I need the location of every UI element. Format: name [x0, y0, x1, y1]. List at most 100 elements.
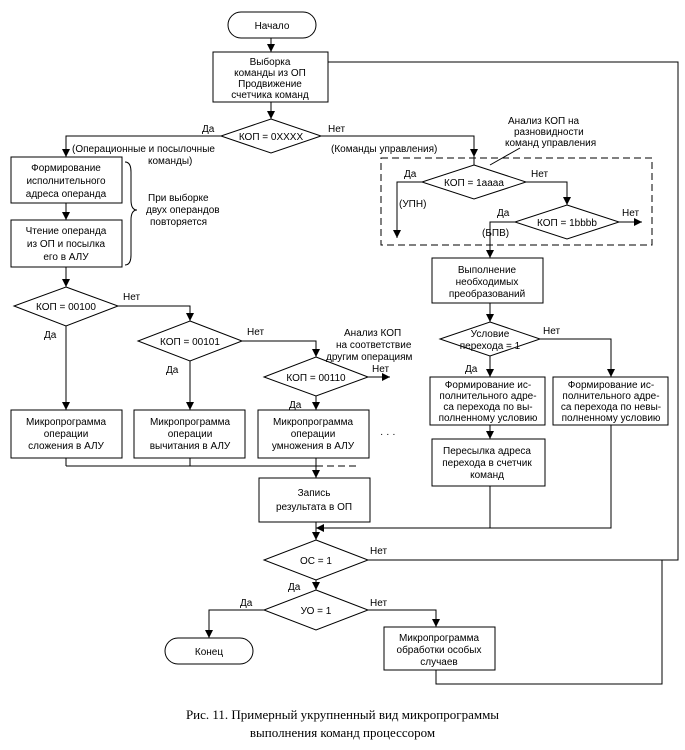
fetch-line-2: команды из ОП	[234, 68, 306, 79]
mp-mul-line-3: умножения в АЛУ	[272, 441, 355, 452]
transform-line-1: Выполнение	[458, 265, 517, 276]
addr-done-line-2: полнительного адре-	[439, 391, 536, 402]
write-result-line-2: результата в ОП	[276, 502, 352, 513]
kop-analysis-note-1: Анализ КОП на	[508, 116, 580, 127]
fetch-line-4: счетчика команд	[231, 90, 309, 101]
kop-mul-yes: Да	[289, 400, 302, 411]
cond-decision	[438, 321, 542, 357]
transform-box	[431, 257, 544, 304]
upn-note: (УПН)	[399, 199, 426, 210]
addr-done-line-3: са перехода по вы-	[443, 402, 532, 413]
figure-caption-line-1: Рис. 11. Примерный укрупненный вид микро…	[185, 707, 500, 722]
addr-done-line-1: Формирование ис-	[445, 380, 531, 391]
send-addr-line-3: команд	[470, 470, 504, 481]
kop-other-note-3: другим операциям	[326, 352, 413, 363]
kop-add-no: Нет	[123, 292, 140, 303]
arrowheads	[62, 44, 642, 638]
kop-analysis-note-3: команд управления	[505, 138, 596, 149]
kop-mul-decision	[262, 356, 370, 397]
kop-bpv-yes: Да	[497, 208, 510, 219]
os-yes: Да	[288, 582, 301, 593]
os-label: ОС = 1	[300, 556, 332, 567]
fetch-line-3: Продвижение	[238, 79, 302, 90]
send-addr-line-1: Пересылка адреса	[443, 446, 531, 457]
send-addr-line-2: перехода в счетчик	[442, 458, 532, 469]
special-line-2: обработки особых	[397, 644, 482, 656]
kop-sub-yes: Да	[166, 365, 179, 376]
flowchart: Начало Выборка команды из ОП Продвижение…	[10, 11, 679, 685]
fetch-line-1: Выборка	[250, 56, 291, 68]
mp-add-line-2: операции	[44, 429, 89, 440]
ctrl-analysis-frame	[380, 157, 653, 246]
os-no: Нет	[370, 546, 387, 557]
mp-mul-line-2: операции	[291, 429, 336, 440]
kop-sub-label: КОП = 00101	[160, 337, 220, 348]
addr-notdone-box	[552, 376, 669, 426]
mp-add-box	[10, 409, 123, 459]
cond-line-2: перехода = 1	[460, 341, 521, 352]
form-addr-line-2: исполнительного	[26, 176, 106, 187]
kop-upn-label: КОП = 1аааа	[444, 178, 504, 189]
kop-sub-no: Нет	[247, 327, 264, 338]
read-operand-line-2: из ОП и посылка	[27, 239, 106, 250]
kop-other-note-1: Анализ КОП	[344, 328, 401, 339]
mp-sub-line-2: операции	[168, 429, 213, 440]
bpv-note: (БПВ)	[482, 228, 509, 239]
mp-mul-line-1: Микропрограмма	[273, 417, 353, 428]
form-addr-line-3: адреса операнда	[26, 189, 107, 200]
transform-line-2: необходимых	[456, 276, 519, 288]
uo-label: УО = 1	[301, 606, 332, 617]
uo-no: Нет	[370, 598, 387, 609]
kop-main-label: КОП = 0XXXX	[239, 132, 304, 143]
kop-bpv-decision	[513, 204, 621, 240]
more-ops-ellipsis: · · ·	[380, 429, 396, 440]
start-label: Начало	[255, 21, 290, 32]
start-terminal	[227, 11, 317, 39]
form-addr-box	[10, 156, 123, 204]
fetch-box	[212, 51, 329, 103]
form-addr-line-1: Формирование	[31, 163, 101, 174]
kop-upn-yes: Да	[404, 169, 417, 180]
uo-yes: Да	[240, 598, 253, 609]
addr-notdone-line-3: са перехода по невы-	[561, 402, 661, 413]
write-result-box	[258, 477, 371, 523]
kop-add-label: КОП = 00100	[36, 302, 96, 313]
kop-add-yes: Да	[44, 330, 57, 341]
mp-add-line-1: Микропрограмма	[26, 417, 106, 428]
cond-yes: Да	[465, 364, 478, 375]
mp-sub-box	[133, 409, 246, 459]
kop-sub-decision	[136, 320, 244, 362]
kop-other-note-2: на соответствие	[336, 340, 412, 351]
figure-caption-line-2: выполнения команд процессором	[249, 725, 436, 740]
addr-done-line-4: полненному условию	[439, 413, 538, 424]
read-operand-box	[10, 219, 123, 268]
kop-mul-no: Нет	[372, 364, 389, 375]
special-line-1: Микропрограмма	[399, 633, 479, 644]
addr-done-box	[429, 376, 546, 426]
end-label: Конец	[195, 647, 223, 658]
special-line-3: случаев	[420, 657, 457, 668]
special-box	[383, 626, 496, 671]
mp-sub-line-1: Микропрограмма	[150, 417, 230, 428]
write-result-line-1: Запись	[298, 488, 331, 499]
ops-branch-note-2: команды)	[148, 156, 192, 167]
ctrl-branch-note: (Команды управления)	[331, 144, 437, 155]
os-decision	[262, 539, 370, 581]
repeat-brace	[124, 161, 138, 266]
kop-main-decision	[219, 118, 323, 154]
kop-bpv-label: КОП = 1bbbb	[537, 218, 597, 229]
kop-upn-decision	[420, 164, 528, 200]
two-operands-note-2: двух операндов	[146, 205, 220, 216]
mp-sub-line-3: вычитания в АЛУ	[150, 441, 231, 452]
kop-main-yes: Да	[202, 124, 215, 135]
kop-upn-no: Нет	[531, 169, 548, 180]
end-terminal	[164, 637, 254, 665]
read-operand-line-3: его в АЛУ	[43, 252, 89, 263]
addr-notdone-line-1: Формирование ис-	[568, 380, 654, 391]
ops-branch-note-1: (Операционные и посылочные	[72, 144, 215, 155]
two-operands-note-3: повторяется	[150, 217, 207, 228]
two-operands-note-1: При выборке	[148, 192, 209, 204]
addr-notdone-line-4: полненному условию	[562, 413, 661, 424]
kop-bpv-no: Нет	[622, 208, 639, 219]
send-addr-box	[431, 438, 546, 487]
